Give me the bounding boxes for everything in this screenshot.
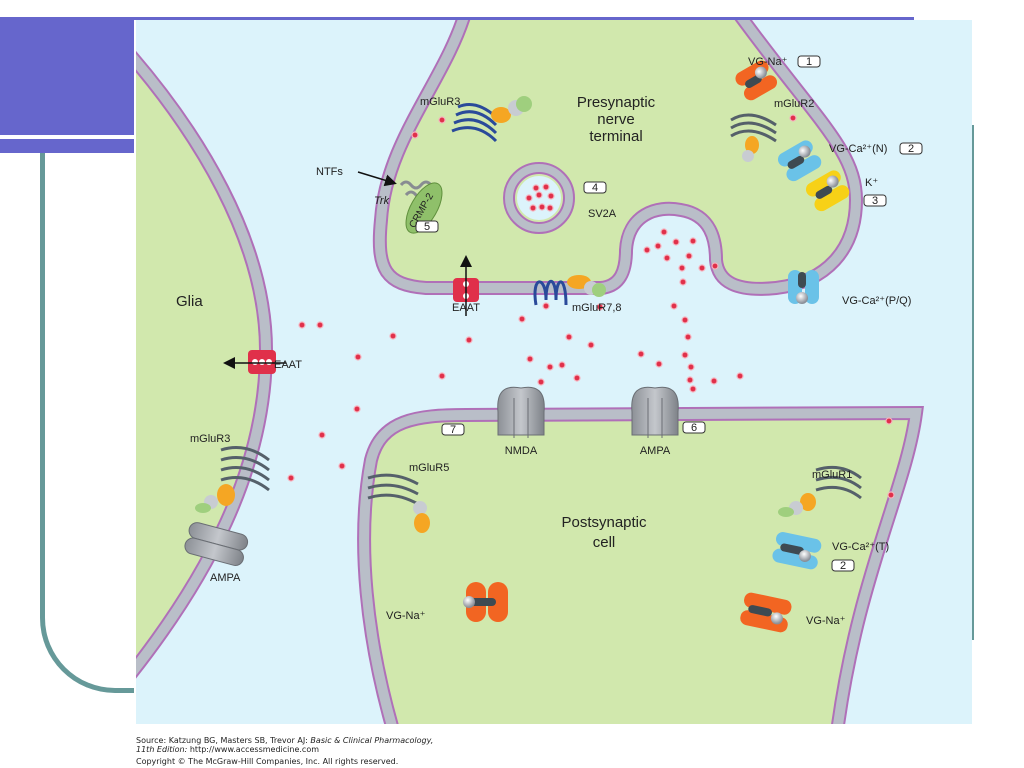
label-vg-ca-pq: VG-Ca²⁺(P/Q) [842,295,911,307]
caption-source-prefix: Source: Katzung BG, Masters SB, Trevor A… [136,736,311,745]
label-ampa-post: AMPA [640,445,671,457]
vg-ca-pq-channel [788,270,819,304]
num-box-5 [415,220,439,233]
label-ampa-glia: AMPA [210,572,241,584]
region-postsynaptic-line1: Postsynaptic [561,514,647,531]
label-nmda: NMDA [505,445,538,457]
mglur2-receptor [730,113,777,162]
label-mglur78: mGluR7,8 [572,302,622,314]
mglur78-receptor [533,275,606,306]
label-vg-na-post-left: VG-Na⁺ [386,610,426,622]
mglur3-presynaptic-receptor [451,96,532,143]
crmp2-protein [405,182,443,234]
num-box-3 [863,194,887,207]
caption-edition: 11th Edition: http://www.accessmedicine.… [136,745,319,754]
num-box-1 [797,55,821,68]
num-box-7 [441,423,465,436]
slide-header-bar [0,139,134,153]
slide-frame-left [40,153,134,693]
ntfs-arrow [357,171,397,187]
label-num-5: 5 [424,221,430,233]
eaat-presynaptic-transporter [453,255,479,316]
postsynaptic-cell [357,405,924,724]
label-num-1: 1 [806,56,812,68]
region-presynaptic-line1: Presynaptic [577,94,656,111]
eaat-glia-transporter [223,350,286,374]
vg-na-channel-postsynaptic-left [463,582,508,622]
caption-source-title: Basic & Clinical Pharmacology, [310,736,434,745]
mglur1-receptor [778,465,862,517]
slide-frame-right [971,125,974,640]
label-mglur3-glia: mGluR3 [190,433,230,445]
label-eaat-glia: EAAT [274,359,302,371]
label-num-6: 6 [691,422,697,434]
glia-cell [136,50,274,679]
label-mglur1: mGluR1 [812,469,852,481]
synapse-diagram: VG-Na⁺ 1 mGluR2 VG-Ca²⁺(N) 2 K⁺ 3 VG-Ca²… [136,20,924,724]
caption-copyright: Copyright © The McGraw-Hill Companies, I… [136,757,399,766]
region-presynaptic-line2: nerve [597,111,635,128]
label-vg-na-pre: VG-Na⁺ [748,56,788,68]
label-k: K⁺ [865,177,878,189]
mglur5-receptor [367,473,430,533]
nmda-receptor [497,386,545,438]
vg-na-channel-presynaptic [735,60,778,101]
num-box-4 [583,181,607,194]
label-num-4: 4 [592,182,598,194]
label-trk: Trk [374,195,390,207]
glutamate-molecules [287,114,895,499]
synapse-figure: VG-Na⁺ 1 mGluR2 VG-Ca²⁺(N) 2 K⁺ 3 VG-Ca²… [136,20,972,724]
label-mglur3-pre: mGluR3 [420,96,460,108]
vg-ca-t-channel [772,532,822,570]
label-vg-na-post-right: VG-Na⁺ [806,615,846,627]
mglur3-glia-receptor [195,446,270,513]
ampa-glia-receptor [184,522,249,566]
caption-edition-label: 11th Edition: [136,745,188,754]
presynaptic-terminal [372,20,864,296]
label-num-3: 3 [872,195,878,207]
label-mglur5: mGluR5 [409,462,449,474]
label-num-7: 7 [450,424,456,436]
label-ntfs: NTFs [316,166,343,178]
label-vg-ca-n: VG-Ca²⁺(N) [829,143,887,155]
num-box-2-n [899,142,923,155]
k-channel [805,170,850,212]
num-box-6 [682,421,706,434]
vg-na-channel-postsynaptic-right [740,592,792,633]
label-mglur2: mGluR2 [774,98,814,110]
label-num-2-t: 2 [840,560,846,572]
label-vg-ca-t: VG-Ca²⁺(T) [832,541,889,553]
caption-source: Source: Katzung BG, Masters SB, Trevor A… [136,736,433,745]
slide-top-line [134,17,914,20]
region-glia: Glia [176,293,203,310]
synaptic-vesicle [503,162,575,234]
region-presynaptic-line3: terminal [589,128,642,145]
vg-ca-n-channel [777,140,822,182]
slide-header-block [0,17,134,135]
ampa-postsynaptic-receptor [631,386,679,438]
caption-url: http://www.accessmedicine.com [187,745,320,754]
label-num-2-n: 2 [908,143,914,155]
num-box-2-t [831,559,855,572]
label-sv2a: SV2A [588,208,617,220]
label-eaat-pre: EAAT [452,302,480,314]
region-postsynaptic-line2: cell [593,534,616,551]
